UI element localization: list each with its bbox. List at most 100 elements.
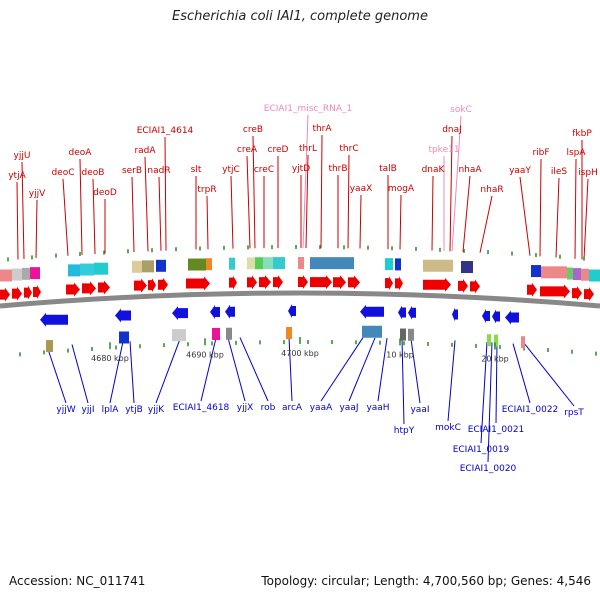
gene-label[interactable]: rob bbox=[261, 403, 276, 413]
reverse-gene-arrow[interactable] bbox=[40, 312, 68, 327]
gene-label[interactable]: rpsT bbox=[564, 408, 584, 418]
forward-gene-arrow[interactable] bbox=[148, 278, 156, 293]
gene-label[interactable]: yjjU bbox=[14, 151, 31, 161]
forward-gene-arrow[interactable] bbox=[572, 286, 582, 301]
gene-label[interactable]: creA bbox=[237, 145, 258, 155]
gene-label[interactable]: dnaK bbox=[422, 165, 446, 175]
forward-gene-arrow[interactable] bbox=[82, 281, 96, 296]
gene-label[interactable]: ECIAI1_4618 bbox=[173, 403, 230, 413]
gene-label[interactable]: ECIAI1_0019 bbox=[453, 445, 510, 455]
gene-label[interactable]: tpke11 bbox=[428, 145, 459, 155]
gene-label[interactable]: yaaJ bbox=[339, 403, 358, 413]
gene-label[interactable]: thrL bbox=[299, 144, 317, 154]
gene-label[interactable]: mokC bbox=[435, 423, 461, 433]
gene-label[interactable]: ECIAI1_0020 bbox=[460, 464, 517, 474]
forward-gene-arrow[interactable] bbox=[527, 282, 537, 297]
reverse-gene-arrow[interactable] bbox=[452, 307, 458, 322]
forward-gene-arrow[interactable] bbox=[470, 279, 480, 294]
gene-label[interactable]: ytjC bbox=[222, 165, 240, 175]
gene-label[interactable]: thrA bbox=[312, 124, 332, 134]
forward-gene-arrow[interactable] bbox=[584, 287, 594, 302]
gene-label[interactable]: radA bbox=[134, 146, 156, 156]
reverse-gene-arrow[interactable] bbox=[398, 305, 406, 320]
gene-label[interactable]: creD bbox=[268, 145, 289, 155]
gene-label[interactable]: yjjW bbox=[56, 405, 75, 415]
gene-label[interactable]: yaaH bbox=[366, 403, 389, 413]
forward-gene-arrow[interactable] bbox=[348, 275, 360, 290]
gene-label[interactable]: talB bbox=[379, 164, 397, 174]
gene-label[interactable]: ribF bbox=[532, 148, 549, 158]
gene-label[interactable]: creC bbox=[254, 165, 274, 175]
gene-label[interactable]: ispH bbox=[578, 168, 598, 178]
gene-label[interactable]: ytjB bbox=[125, 405, 143, 415]
reverse-gene-arrow[interactable] bbox=[225, 304, 235, 319]
gene-label[interactable]: yjjV bbox=[29, 189, 46, 199]
gene-label[interactable]: ECIAI1_0021 bbox=[468, 425, 525, 435]
forward-gene-arrow[interactable] bbox=[247, 275, 257, 290]
forward-gene-arrow[interactable] bbox=[134, 278, 147, 293]
gene-label[interactable]: ECIAI1_0022 bbox=[502, 405, 559, 415]
gene-label[interactable]: yaaA bbox=[310, 403, 333, 413]
gene-label[interactable]: yaaY bbox=[509, 166, 531, 176]
reverse-gene-arrow[interactable] bbox=[505, 310, 519, 325]
gene-label[interactable]: thrB bbox=[328, 164, 347, 174]
forward-gene-arrow[interactable] bbox=[423, 277, 451, 292]
reverse-gene-arrow[interactable] bbox=[288, 304, 296, 319]
gene-label[interactable]: serB bbox=[122, 166, 142, 176]
forward-gene-arrow[interactable] bbox=[385, 276, 393, 291]
gene-label[interactable]: ECIAI1_4614 bbox=[137, 126, 194, 136]
gene-label[interactable]: trpR bbox=[197, 185, 216, 195]
forward-gene-arrow[interactable] bbox=[333, 275, 346, 290]
gene-label[interactable]: nhaA bbox=[458, 165, 482, 175]
forward-gene-arrow[interactable] bbox=[12, 286, 22, 301]
reverse-gene-arrow[interactable] bbox=[115, 308, 131, 323]
gene-label[interactable]: ECIAI1_misc_RNA_1 bbox=[264, 104, 352, 114]
gene-label[interactable]: deoD bbox=[93, 188, 117, 198]
forward-gene-arrow[interactable] bbox=[458, 278, 468, 293]
forward-gene-arrow[interactable] bbox=[24, 285, 32, 300]
gene-label[interactable]: deoB bbox=[82, 168, 105, 178]
gene-label[interactable]: sokC bbox=[450, 105, 472, 115]
forward-gene-arrow[interactable] bbox=[66, 282, 80, 297]
forward-gene-arrow[interactable] bbox=[158, 277, 168, 292]
gene-label[interactable]: yjtD bbox=[292, 164, 310, 174]
forward-gene-arrow[interactable] bbox=[540, 284, 570, 299]
reverse-gene-arrow[interactable] bbox=[482, 308, 490, 323]
forward-gene-arrow[interactable] bbox=[98, 280, 110, 295]
gene-label[interactable]: lspA bbox=[566, 148, 586, 158]
forward-gene-arrow[interactable] bbox=[298, 275, 308, 290]
gene-label[interactable]: nadR bbox=[147, 166, 170, 176]
gene-label[interactable]: arcA bbox=[282, 403, 303, 413]
gene-label[interactable]: yjjK bbox=[148, 405, 165, 415]
gene-label[interactable]: nhaR bbox=[480, 185, 503, 195]
reverse-gene-arrow[interactable] bbox=[492, 309, 500, 324]
reverse-gene-arrow[interactable] bbox=[210, 305, 220, 320]
gene-label[interactable]: slt bbox=[191, 165, 202, 175]
forward-gene-arrow[interactable] bbox=[0, 287, 10, 302]
gene-label[interactable]: creB bbox=[243, 125, 263, 135]
reverse-gene-arrow[interactable] bbox=[408, 305, 416, 320]
gene-label[interactable]: yjjI bbox=[82, 405, 95, 415]
gene-label[interactable]: fkbP bbox=[572, 129, 592, 139]
forward-gene-arrow[interactable] bbox=[259, 275, 271, 290]
gene-label[interactable]: mogA bbox=[388, 184, 415, 194]
forward-gene-arrow[interactable] bbox=[229, 275, 237, 290]
gene-label[interactable]: yaaX bbox=[350, 184, 373, 194]
gene-label[interactable]: yjjX bbox=[237, 403, 254, 413]
forward-gene-arrow[interactable] bbox=[186, 276, 210, 291]
gene-label[interactable]: ytjA bbox=[8, 171, 26, 181]
gene-label[interactable]: deoA bbox=[69, 148, 93, 158]
gene-label[interactable]: thrC bbox=[339, 144, 358, 154]
gene-label[interactable]: deoC bbox=[51, 168, 74, 178]
reverse-gene-arrow[interactable] bbox=[172, 306, 188, 321]
forward-gene-arrow[interactable] bbox=[310, 275, 332, 290]
forward-gene-arrow[interactable] bbox=[273, 275, 283, 290]
gene-label[interactable]: lplA bbox=[102, 405, 120, 415]
gene-label[interactable]: yaaI bbox=[410, 405, 429, 415]
reverse-gene-arrow[interactable] bbox=[360, 304, 384, 319]
gene-label[interactable]: htpY bbox=[394, 426, 415, 436]
forward-gene-arrow[interactable] bbox=[33, 284, 41, 299]
gene-label[interactable]: dnaJ bbox=[442, 125, 462, 135]
gene-label[interactable]: ileS bbox=[551, 167, 568, 177]
forward-gene-arrow[interactable] bbox=[395, 276, 403, 291]
